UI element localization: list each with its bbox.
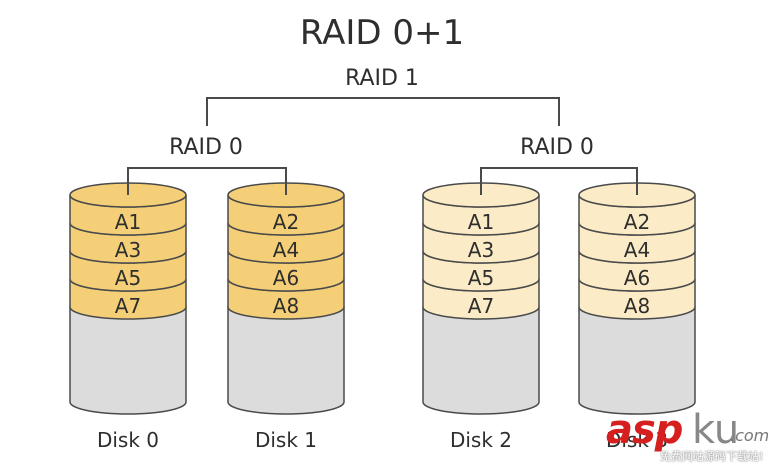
watermark-brand-suffix: ku [692, 407, 740, 453]
disk-empty-space [422, 306, 540, 415]
data-block-label: A6 [624, 266, 650, 290]
data-block-label: A1 [115, 210, 141, 234]
data-block-label: A3 [115, 238, 141, 262]
data-block-label: A7 [468, 294, 494, 318]
watermark-domain: .com [730, 426, 770, 445]
data-block-label: A3 [468, 238, 494, 262]
watermark: asp ku .com 免费网站源码下载站! [606, 408, 778, 464]
data-block-label: A8 [624, 294, 650, 318]
raid1-connector [206, 97, 560, 126]
data-block-label: A2 [273, 210, 299, 234]
disk-name-label: Disk 0 [97, 428, 159, 452]
data-block-label: A7 [115, 294, 141, 318]
diagram-title: RAID 0+1 [300, 13, 464, 53]
disk-empty-space [69, 306, 187, 415]
data-block-label: A2 [624, 210, 650, 234]
data-block-label: A8 [273, 294, 299, 318]
disk-empty-space [227, 306, 345, 415]
watermark-brand: asp [606, 407, 683, 453]
disk-name-label: Disk 3 [606, 428, 668, 452]
data-block-label: A1 [468, 210, 494, 234]
raid0-label-right: RAID 0 [520, 135, 594, 160]
data-block-label: A4 [624, 238, 650, 262]
watermark-tagline: 免费网站源码下载站! [660, 450, 764, 463]
disk-empty-space [578, 306, 696, 415]
disk-name-label: Disk 1 [255, 428, 317, 452]
data-block-label: A5 [468, 266, 494, 290]
raid0-label-left: RAID 0 [169, 135, 243, 160]
data-block-label: A5 [115, 266, 141, 290]
data-block-label: A4 [273, 238, 299, 262]
data-block-label: A6 [273, 266, 299, 290]
raid1-label: RAID 1 [345, 66, 419, 91]
disk-name-label: Disk 2 [450, 428, 512, 452]
